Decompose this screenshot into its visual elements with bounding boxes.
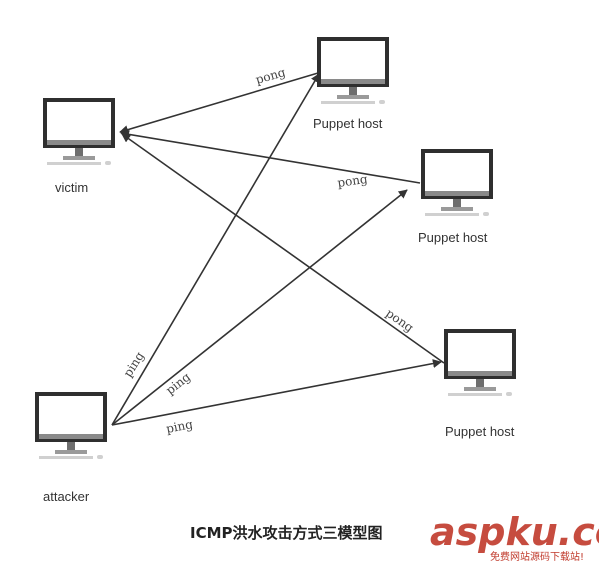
node-label-puppet1: Puppet host [313,116,383,131]
edge-label-pong2: pong [336,172,368,190]
edge-label-ping1: ping [121,349,147,380]
computer-puppet3-icon [444,329,516,396]
edge-ping-puppet1 [111,73,320,426]
computer-puppet2-icon [421,149,493,216]
edge-ping-puppet2 [111,189,408,426]
computer-victim-icon [43,98,115,165]
computer-attacker-icon [35,392,107,459]
node-label-puppet2: Puppet host [418,230,488,245]
diagram-caption: ICMP洪水攻击方式三模型图 [190,524,383,542]
edge-pong-puppet1 [119,72,319,134]
edge-pong-puppet3 [121,133,445,364]
edge-label-ping2: ping [163,370,193,398]
watermark-logo: aspku.com [430,510,599,554]
edge-label-ping3: ping [165,417,194,436]
computer-puppet1-icon [317,37,389,104]
watermark-subtext: 免费网站源码下载站! [490,552,585,563]
node-label-victim: victim [55,180,89,195]
node-label-attacker: attacker [43,489,90,504]
edge-ping-puppet3 [111,359,442,426]
node-label-puppet3: Puppet host [445,424,515,439]
edge-pong-puppet2 [120,129,421,184]
watermark-text: aspku.com [430,510,599,554]
